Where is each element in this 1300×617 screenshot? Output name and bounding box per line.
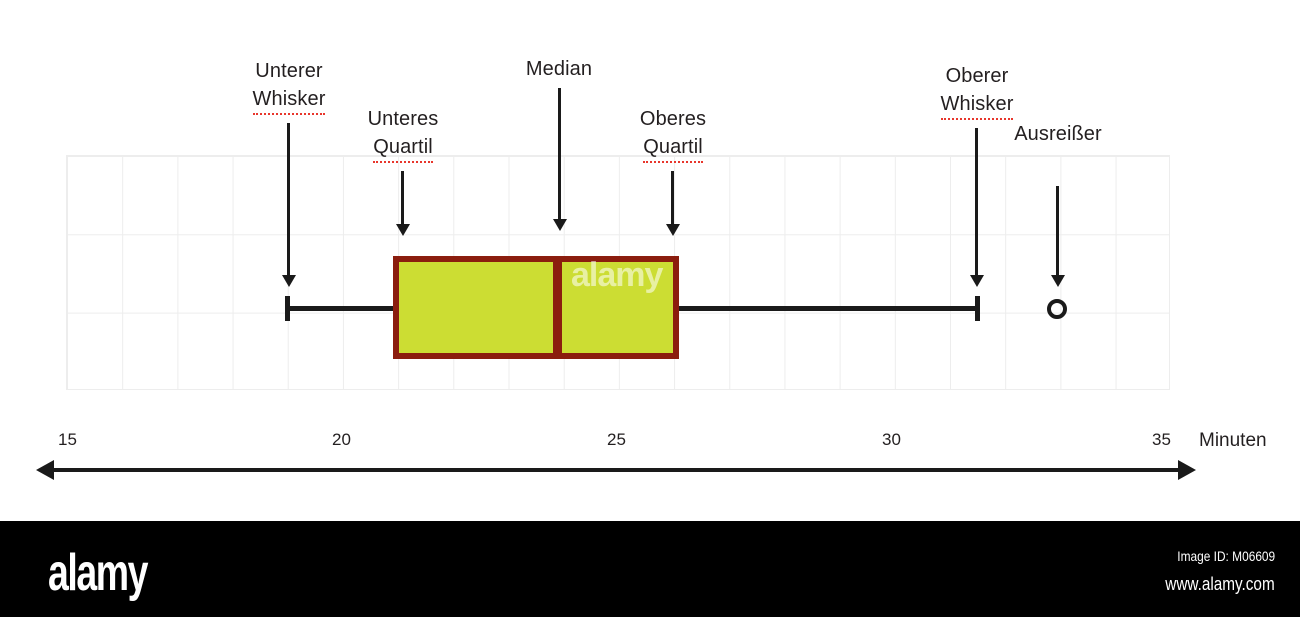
annotation-lower-whisker-line1: Unterer: [255, 60, 323, 82]
annotation-lower-quartile-line1: Unteres: [367, 108, 439, 130]
outlier-point: [1047, 299, 1067, 319]
alamy-url-label[interactable]: www.alamy.com: [1165, 574, 1275, 594]
annotation-upper-whisker: Oberer Whisker: [931, 63, 1023, 121]
x-axis-unit-label: Minuten: [1199, 430, 1267, 451]
arrow-lower-quartile: [401, 171, 404, 225]
image-id-label: Image ID: M06609: [1177, 548, 1275, 564]
upper-whisker-cap: [975, 296, 980, 321]
alamy-footer-bar: alamy Image ID: M06609 www.alamy.com: [0, 521, 1300, 617]
annotation-median-line1: Median: [525, 58, 593, 80]
arrow-upper-whisker: [975, 128, 978, 276]
annotation-median: Median: [513, 56, 605, 84]
x-axis-arrow-left-icon: [36, 460, 54, 480]
annotation-upper-quartile-line1: Oberes: [639, 108, 707, 130]
x-tick-25: 25: [607, 430, 626, 449]
watermark-text: alamy: [571, 256, 663, 294]
arrow-outlier: [1056, 186, 1059, 276]
annotation-upper-quartile: Oberes Quartil: [627, 106, 719, 164]
alamy-logo: alamy: [48, 544, 148, 602]
arrow-median: [558, 88, 561, 220]
x-tick-15: 15: [58, 430, 77, 449]
x-tick-35: 35: [1152, 430, 1171, 449]
annotation-lower-quartile: Unteres Quartil: [357, 106, 449, 164]
x-tick-30: 30: [882, 430, 901, 449]
arrow-lower-whisker: [287, 123, 290, 276]
median-line: [553, 256, 562, 359]
annotation-lower-whisker-line2: Whisker: [252, 86, 326, 116]
x-axis-line: [52, 468, 1182, 472]
x-axis-arrow-right-icon: [1178, 460, 1196, 480]
annotation-lower-quartile-line2: Quartil: [373, 134, 433, 164]
annotation-outlier-line1: Ausreißer: [1014, 123, 1102, 145]
annotation-upper-whisker-line1: Oberer: [945, 65, 1009, 87]
lower-whisker-cap: [285, 296, 290, 321]
x-tick-20: 20: [332, 430, 351, 449]
arrow-upper-quartile: [671, 171, 674, 225]
annotation-lower-whisker: Unterer Whisker: [243, 58, 335, 116]
annotation-upper-whisker-line2: Whisker: [940, 91, 1014, 121]
boxplot-chart: Unterer Whisker Unteres Quartil Median O…: [0, 0, 1300, 515]
box-iqr: alamy: [393, 256, 679, 359]
annotation-upper-quartile-line2: Quartil: [643, 134, 703, 164]
annotation-outlier: Ausreißer: [1003, 121, 1113, 149]
